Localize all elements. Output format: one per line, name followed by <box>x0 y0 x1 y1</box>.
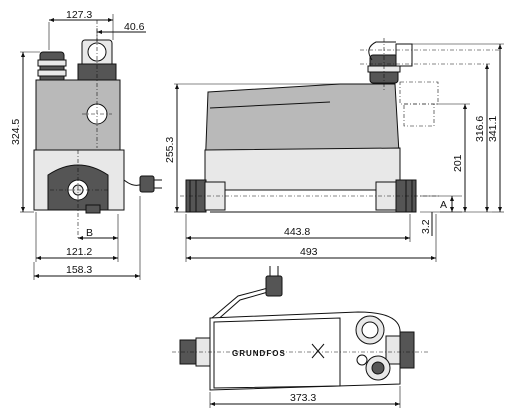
arrowheads <box>21 18 502 406</box>
dim-base-offset: 3.2 <box>420 219 432 234</box>
dim-height-outlet-low: 316.6 <box>474 116 486 142</box>
front-dimensions: 127.3 40.6 324.5 121.2 B 158.3 <box>10 9 146 280</box>
label-b: B <box>86 227 93 239</box>
side-dimensions: 255.3 443.8 493 A 3.2 201 316.6 341.1 <box>164 43 504 262</box>
dim-height-inlet: 201 <box>452 154 464 172</box>
top-view: GRUNDFOS <box>172 266 430 391</box>
side-view <box>180 38 500 213</box>
dim-length-inner: 443.8 <box>284 226 310 238</box>
dim-width-base: 158.3 <box>66 264 92 276</box>
dim-length-total: 493 <box>300 246 318 258</box>
dim-outlet-offset: 40.6 <box>124 21 145 33</box>
label-a: A <box>440 199 447 211</box>
dim-height-body: 255.3 <box>164 137 176 163</box>
dim-width-top: 127.3 <box>66 9 92 21</box>
grundfos-logo-text: GRUNDFOS <box>232 349 286 358</box>
dim-height-outlet-high: 341.1 <box>487 116 499 142</box>
dim-length-top: 373.3 <box>290 392 316 404</box>
front-view <box>33 20 162 240</box>
dim-height-side: 324.5 <box>10 119 22 145</box>
grundfos-logo-icon <box>311 343 325 359</box>
top-dimensions: 373.3 <box>209 386 401 408</box>
dim-b-distance: 121.2 <box>66 246 92 258</box>
